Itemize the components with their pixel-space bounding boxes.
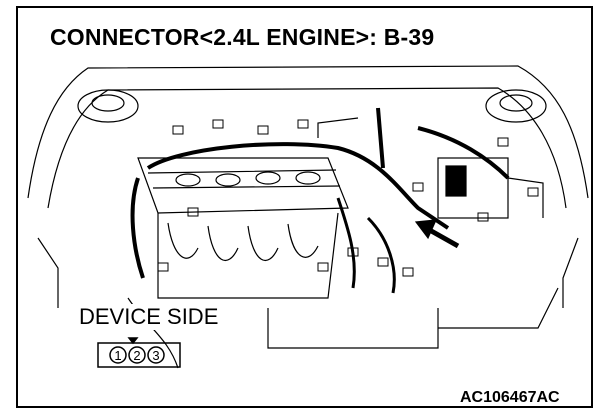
connector-pin-1: 1	[114, 348, 121, 363]
wiring-harness	[146, 142, 450, 230]
connector-pin-2: 2	[133, 348, 140, 363]
connector-pin-3: 3	[152, 348, 159, 363]
hood-outline	[27, 65, 589, 199]
intake-manifold	[167, 222, 319, 261]
connector-icon: 1 2 3	[97, 337, 181, 368]
engine-bay-illustration: 1 2 3	[27, 65, 589, 369]
figure-code: AC106467AC	[458, 389, 562, 406]
strut-tower-left	[77, 89, 139, 123]
relay-box	[437, 157, 509, 219]
valve-cover	[137, 157, 349, 214]
diagram-title: CONNECTOR<2.4L ENGINE>: B-39	[46, 24, 439, 51]
device-side-label: DEVICE SIDE	[76, 304, 222, 330]
locator-arrow-icon	[414, 219, 460, 249]
harness-connectors	[157, 119, 539, 277]
strut-tower-right	[485, 89, 547, 123]
diagram-frame: 1 2 3 CONNECTOR<2.4L ENGINE>: B-39 DEVIC…	[16, 6, 593, 408]
